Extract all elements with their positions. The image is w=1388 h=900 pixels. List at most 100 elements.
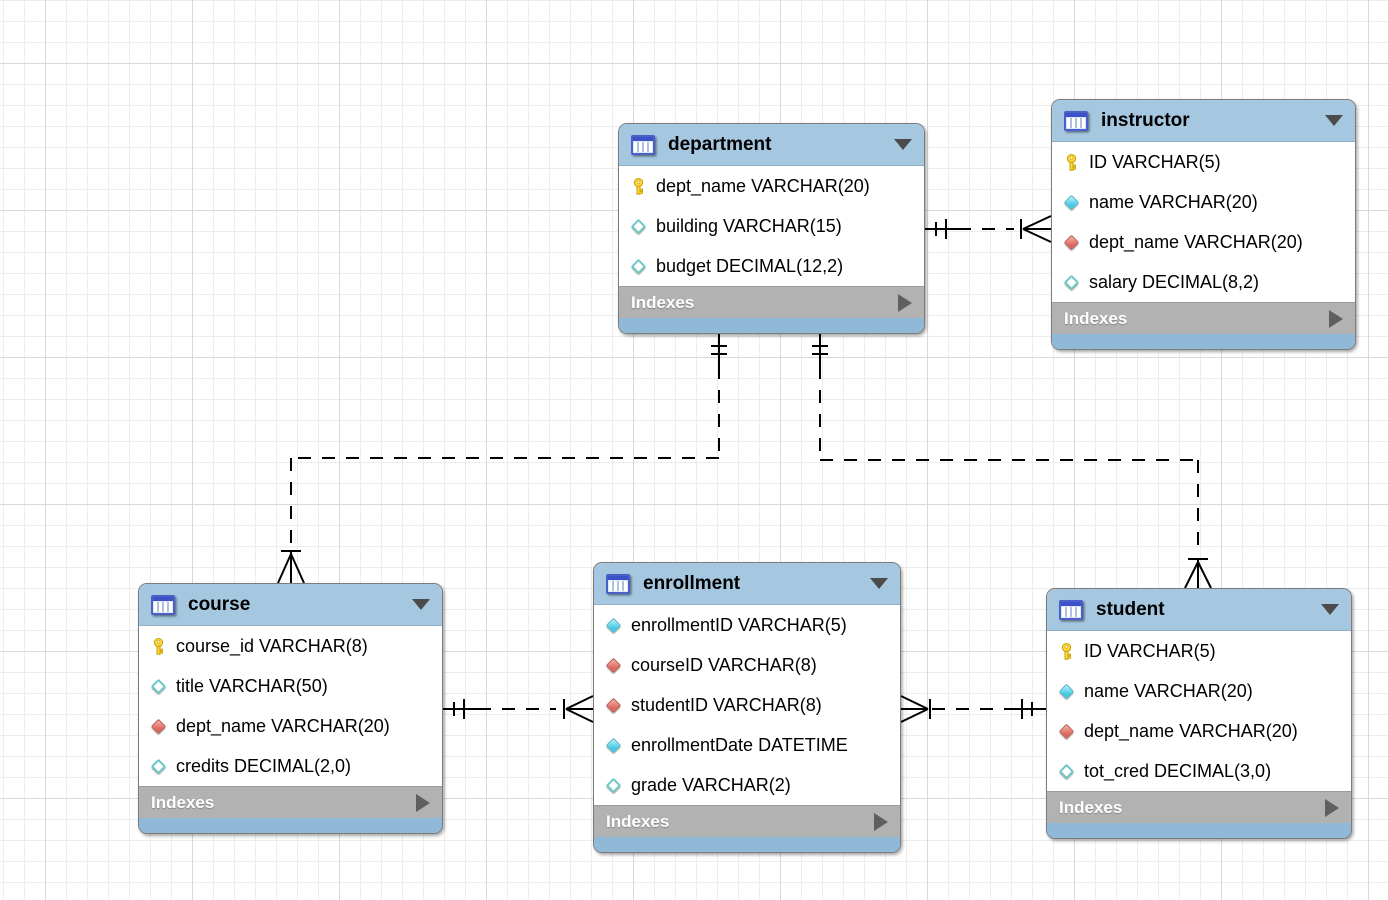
expand-arrow-icon[interactable] [898, 293, 912, 312]
primary-key-icon [1062, 153, 1080, 171]
relationship-enrollment-student[interactable] [900, 695, 1046, 723]
collapse-triangle-icon[interactable] [1321, 604, 1339, 615]
relationship-department-student[interactable] [812, 332, 1212, 589]
table-enrollment[interactable]: enrollment enrollmentID VARCHAR(5) cours… [593, 562, 901, 853]
table-header[interactable]: course [139, 584, 442, 626]
table-header[interactable]: instructor [1052, 100, 1355, 142]
foreign-key-diamond-icon [1062, 233, 1080, 251]
indexes-label: Indexes [1059, 797, 1123, 817]
primary-key-icon [149, 637, 167, 655]
foreign-key-diamond-icon [604, 696, 622, 714]
field-text: dept_name VARCHAR(20) [1084, 720, 1298, 741]
table-bottom-strip [619, 318, 924, 333]
field-row[interactable]: budget DECIMAL(12,2) [619, 246, 924, 286]
field-text: dept_name VARCHAR(20) [176, 715, 390, 736]
table-header[interactable]: student [1047, 589, 1351, 631]
foreign-key-diamond-icon [604, 656, 622, 674]
relationship-department-course[interactable] [277, 332, 727, 584]
field-list: dept_name VARCHAR(20) building VARCHAR(1… [619, 166, 924, 286]
table-student[interactable]: student ID VARCHAR(5) name VARCHAR(20) d… [1046, 588, 1352, 839]
foreign-key-diamond-icon [1057, 722, 1075, 740]
field-text: studentID VARCHAR(8) [631, 694, 822, 715]
not-null-diamond-icon [1057, 682, 1075, 700]
field-list: ID VARCHAR(5) name VARCHAR(20) dept_name… [1052, 142, 1355, 302]
table-icon [1064, 110, 1088, 131]
field-row[interactable]: name VARCHAR(20) [1052, 182, 1355, 222]
table-bottom-strip [1047, 823, 1351, 838]
indexes-label: Indexes [631, 292, 695, 312]
field-row[interactable]: dept_name VARCHAR(20) [139, 706, 442, 746]
field-text: ID VARCHAR(5) [1084, 640, 1216, 661]
relationship-course-enrollment[interactable] [443, 695, 594, 723]
indexes-bar[interactable]: Indexes [619, 286, 924, 318]
field-list: enrollmentID VARCHAR(5) courseID VARCHAR… [594, 605, 900, 805]
field-text: enrollmentDate DATETIME [631, 734, 848, 755]
field-row[interactable]: dept_name VARCHAR(20) [619, 166, 924, 206]
indexes-bar[interactable]: Indexes [139, 786, 442, 818]
indexes-label: Indexes [606, 811, 670, 831]
nullable-diamond-icon [1062, 273, 1080, 291]
field-text: tot_cred DECIMAL(3,0) [1084, 760, 1272, 781]
primary-key-icon [629, 177, 647, 195]
table-title: instructor [1101, 109, 1190, 131]
field-row[interactable]: studentID VARCHAR(8) [594, 685, 900, 725]
table-bottom-strip [594, 837, 900, 852]
nullable-diamond-icon [629, 257, 647, 275]
field-row[interactable]: course_id VARCHAR(8) [139, 626, 442, 666]
expand-arrow-icon[interactable] [1325, 798, 1339, 817]
indexes-bar[interactable]: Indexes [1052, 302, 1355, 334]
field-text: dept_name VARCHAR(20) [1089, 231, 1303, 252]
field-row[interactable]: ID VARCHAR(5) [1047, 631, 1351, 671]
field-row[interactable]: enrollmentDate DATETIME [594, 725, 900, 765]
field-text: title VARCHAR(50) [176, 675, 328, 696]
collapse-triangle-icon[interactable] [412, 599, 430, 610]
field-list: ID VARCHAR(5) name VARCHAR(20) dept_name… [1047, 631, 1351, 791]
field-text: building VARCHAR(15) [656, 215, 842, 236]
collapse-triangle-icon[interactable] [894, 139, 912, 150]
indexes-label: Indexes [1064, 308, 1128, 328]
field-row[interactable]: courseID VARCHAR(8) [594, 645, 900, 685]
table-icon [606, 573, 630, 594]
table-instructor[interactable]: instructor ID VARCHAR(5) name VARCHAR(20… [1051, 99, 1356, 350]
indexes-bar[interactable]: Indexes [594, 805, 900, 837]
foreign-key-diamond-icon [149, 717, 167, 735]
field-row[interactable]: dept_name VARCHAR(20) [1052, 222, 1355, 262]
table-bottom-strip [1052, 334, 1355, 349]
field-row[interactable]: ID VARCHAR(5) [1052, 142, 1355, 182]
nullable-diamond-icon [149, 757, 167, 775]
table-title: department [668, 133, 772, 155]
field-row[interactable]: title VARCHAR(50) [139, 666, 442, 706]
table-header[interactable]: department [619, 124, 924, 166]
field-row[interactable]: credits DECIMAL(2,0) [139, 746, 442, 786]
field-row[interactable]: enrollmentID VARCHAR(5) [594, 605, 900, 645]
table-title: course [188, 593, 251, 615]
table-header[interactable]: enrollment [594, 563, 900, 605]
nullable-diamond-icon [149, 677, 167, 695]
field-text: courseID VARCHAR(8) [631, 654, 817, 675]
expand-arrow-icon[interactable] [416, 793, 430, 812]
not-null-diamond-icon [1062, 193, 1080, 211]
field-row[interactable]: dept_name VARCHAR(20) [1047, 711, 1351, 751]
not-null-diamond-icon [604, 616, 622, 634]
indexes-bar[interactable]: Indexes [1047, 791, 1351, 823]
field-row[interactable]: name VARCHAR(20) [1047, 671, 1351, 711]
table-title: enrollment [643, 572, 741, 594]
nullable-diamond-icon [629, 217, 647, 235]
primary-key-icon [1057, 642, 1075, 660]
table-course[interactable]: course course_id VARCHAR(8) title VARCHA… [138, 583, 443, 834]
not-null-diamond-icon [604, 736, 622, 754]
field-row[interactable]: building VARCHAR(15) [619, 206, 924, 246]
field-list: course_id VARCHAR(8) title VARCHAR(50) d… [139, 626, 442, 786]
collapse-triangle-icon[interactable] [870, 578, 888, 589]
field-text: name VARCHAR(20) [1084, 680, 1253, 701]
field-text: salary DECIMAL(8,2) [1089, 271, 1260, 292]
field-row[interactable]: tot_cred DECIMAL(3,0) [1047, 751, 1351, 791]
field-row[interactable]: salary DECIMAL(8,2) [1052, 262, 1355, 302]
field-row[interactable]: grade VARCHAR(2) [594, 765, 900, 805]
expand-arrow-icon[interactable] [1329, 309, 1343, 328]
expand-arrow-icon[interactable] [874, 812, 888, 831]
nullable-diamond-icon [1057, 762, 1075, 780]
collapse-triangle-icon[interactable] [1325, 115, 1343, 126]
table-department[interactable]: department dept_name VARCHAR(20) buildin… [618, 123, 925, 334]
relationship-department-instructor[interactable] [925, 215, 1052, 243]
